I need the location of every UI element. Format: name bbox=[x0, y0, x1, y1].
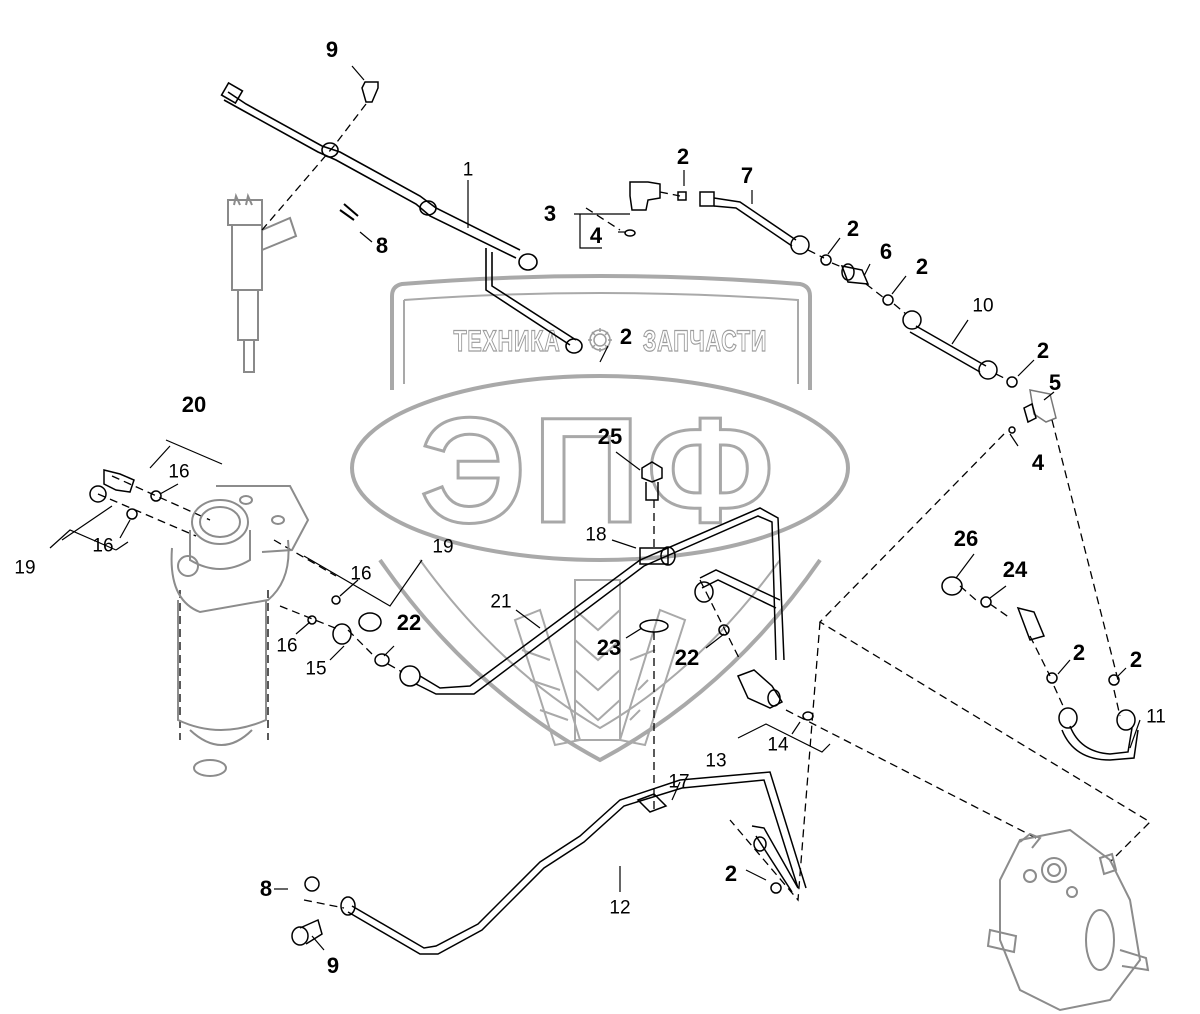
callout-16-c: 16 bbox=[350, 563, 372, 585]
pipe-12 bbox=[340, 771, 807, 955]
callout-19-left: 19 bbox=[14, 557, 36, 579]
callout-23: 23 bbox=[596, 635, 622, 660]
callout-26: 26 bbox=[953, 526, 979, 551]
callout-24: 24 bbox=[1002, 557, 1028, 582]
clip-8-top bbox=[339, 203, 359, 221]
callout-2-g: 2 bbox=[1129, 647, 1143, 672]
callout-1: 1 bbox=[462, 159, 474, 181]
callout-2-c: 2 bbox=[915, 254, 929, 279]
callout-16-d: 16 bbox=[276, 635, 298, 657]
callout-16-b: 16 bbox=[92, 535, 114, 557]
pipe-10 bbox=[902, 310, 1018, 388]
callout-2-b: 2 bbox=[846, 216, 860, 241]
callout-18: 18 bbox=[585, 524, 607, 546]
callout-8-top: 8 bbox=[375, 233, 389, 258]
pipe-21 bbox=[415, 507, 785, 695]
fitting-13 bbox=[736, 669, 814, 721]
bolt-25 bbox=[641, 461, 663, 501]
pipe-7 bbox=[677, 191, 810, 255]
callout-5: 5 bbox=[1048, 370, 1062, 395]
banjo-bolt-9-top bbox=[361, 81, 379, 103]
bolt-9-and-clip-8-bottom bbox=[291, 876, 323, 946]
callout-4-top: 4 bbox=[589, 223, 603, 248]
callout-12: 12 bbox=[609, 897, 631, 919]
callout-4-right: 4 bbox=[1031, 450, 1045, 475]
callout-20: 20 bbox=[181, 392, 207, 417]
callout-2-f: 2 bbox=[1072, 640, 1086, 665]
callout-8-bottom: 8 bbox=[259, 876, 273, 901]
callout-2-a: 2 bbox=[676, 144, 690, 169]
pipe-1 bbox=[220, 81, 583, 354]
callout-9-top: 9 bbox=[325, 37, 339, 62]
watermark-logo-letters: ЭПФ bbox=[418, 386, 781, 554]
fuel-filter bbox=[170, 485, 310, 777]
callout-6: 6 bbox=[879, 239, 893, 264]
callout-15: 15 bbox=[305, 658, 327, 680]
callout-25: 25 bbox=[597, 424, 623, 449]
callout-11: 11 bbox=[1146, 706, 1166, 728]
callout-19-right: 19 bbox=[432, 536, 454, 558]
callout-17: 17 bbox=[668, 771, 690, 793]
injector bbox=[227, 192, 298, 373]
callout-22-b: 22 bbox=[674, 645, 700, 670]
watermark-text-right: ЗАПЧАСТИ bbox=[642, 325, 768, 358]
callout-2-h: 2 bbox=[724, 861, 738, 886]
fitting-6-and-washers bbox=[820, 254, 894, 306]
callout-7: 7 bbox=[740, 163, 754, 188]
high-pressure-pump bbox=[986, 828, 1150, 1012]
watermark-text-left: ТЕХНИКА bbox=[453, 325, 561, 358]
callout-2-d: 2 bbox=[619, 324, 633, 349]
callout-22-a: 22 bbox=[396, 610, 422, 635]
callout-leaders bbox=[49, 65, 1141, 951]
tee-fitting-5 bbox=[1008, 389, 1057, 434]
callout-10: 10 bbox=[972, 295, 994, 317]
callout-13: 13 bbox=[705, 750, 727, 772]
callout-2-e: 2 bbox=[1036, 338, 1050, 363]
elbow-fitting-3 bbox=[624, 181, 661, 237]
callout-3: 3 bbox=[543, 201, 557, 226]
filter-fittings bbox=[89, 469, 421, 687]
callout-21: 21 bbox=[490, 591, 512, 613]
callout-16-a: 16 bbox=[168, 461, 190, 483]
callout-9-bottom: 9 bbox=[326, 953, 340, 978]
pipe-11 bbox=[941, 576, 1139, 761]
callout-14: 14 bbox=[767, 734, 789, 756]
